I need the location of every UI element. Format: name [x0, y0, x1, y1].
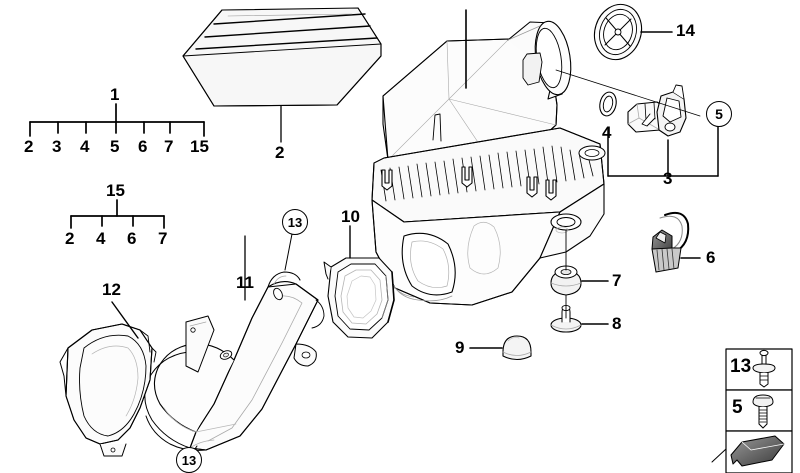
part-10-rubber-seal-ring	[323, 257, 395, 339]
leader-legend-clip	[711, 448, 727, 463]
bracket-1-child-6: 15	[190, 137, 209, 156]
bracket-1-child-3: 5	[110, 137, 120, 156]
part-14-blanking-grommet	[593, 3, 643, 61]
bracket-1-parent-label: 1	[110, 85, 120, 104]
callout-part-7: 7	[612, 271, 622, 290]
bracket-group-1	[29, 103, 205, 137]
clip-plate-icon	[730, 435, 785, 467]
legend-row-0-label: 13	[730, 356, 752, 377]
bracket-1-child-0: 2	[24, 137, 34, 156]
part-8-mounting-pin	[550, 304, 582, 333]
part-1-air-filter-housing	[371, 20, 606, 306]
bracket-1-child-1: 3	[52, 137, 62, 156]
leader-assembly-5	[555, 69, 701, 117]
bracket-15-parent-label: 15	[106, 181, 125, 200]
callout-part-3: 3	[663, 169, 673, 188]
callout-part-10: 10	[341, 207, 360, 226]
leader-13a	[284, 233, 293, 271]
part-9-rubber-cap	[502, 335, 532, 361]
part-2-air-filter-element	[182, 7, 382, 107]
part-11-intake-snorkel	[144, 271, 325, 451]
bracket-3-4-5	[607, 124, 719, 177]
callout-part-4: 4	[602, 123, 612, 142]
bracket-group-15	[70, 199, 165, 229]
bracket-1-child-4: 6	[138, 137, 148, 156]
bracket-1-child-5: 7	[164, 137, 174, 156]
bracket-1-child-2: 4	[80, 137, 90, 156]
callout-part-14: 14	[676, 21, 695, 40]
expanding-rivet-icon	[752, 349, 776, 388]
bracket-15-child-1: 4	[96, 229, 106, 248]
callout-part-6: 6	[706, 248, 716, 267]
callout-part-11: 11	[236, 273, 254, 292]
callout-part-13-lower: 13	[176, 447, 202, 473]
callout-part-2: 2	[275, 143, 285, 162]
callout-part-13-upper: 13	[282, 209, 308, 235]
legend-row-1-label: 5	[732, 397, 743, 418]
leader-part-12	[111, 301, 139, 339]
part-3-mass-air-flow-sensor	[627, 84, 687, 137]
callout-part-5: 5	[706, 101, 732, 127]
callout-part-9: 9	[455, 338, 465, 357]
screw-icon	[752, 394, 774, 429]
callout-part-8: 8	[612, 314, 622, 333]
part-6-spring-clip	[651, 211, 690, 273]
bracket-15-child-2: 6	[127, 229, 137, 248]
callout-part-12: 12	[102, 280, 121, 299]
part-12-air-scoop-cover	[59, 323, 157, 457]
bracket-15-child-0: 2	[65, 229, 75, 248]
part-4-o-ring	[599, 91, 617, 117]
bracket-15-child-3: 7	[158, 229, 168, 248]
part-7-rubber-mount	[550, 265, 582, 296]
